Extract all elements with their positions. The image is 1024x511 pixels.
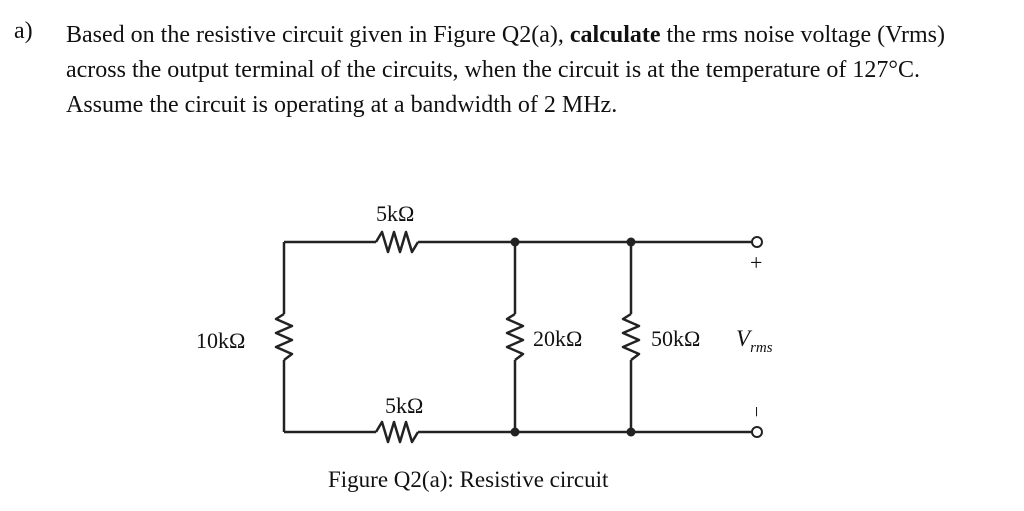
label-r-right: 50kΩ: [651, 326, 700, 351]
label-vrms-main: V: [736, 326, 753, 351]
output-terminal-minus: [751, 426, 763, 438]
label-vrms-sub: rms: [750, 340, 773, 356]
question-text: Based on the resistive circuit given in …: [66, 18, 946, 123]
question-keyword: calculate: [569, 22, 661, 48]
junction-dot: [510, 237, 520, 247]
junction-dot: [510, 427, 520, 437]
question-label: a): [14, 18, 33, 44]
question-text-start: Based on the resistive circuit given in …: [66, 22, 570, 48]
question-text-end: the rms noise voltage (Vrms) across the …: [66, 22, 946, 118]
figure-caption: Figure Q2(a): Resistive circuit: [328, 467, 609, 492]
output-terminal-plus: [751, 236, 763, 248]
resistor-left-10k: [274, 312, 294, 361]
label-r-bottom: 5kΩ: [385, 393, 423, 418]
resistor-top-5k: [374, 230, 420, 254]
circuit-wires: [274, 230, 752, 444]
label-r-left: 10kΩ: [196, 328, 245, 353]
label-r-top: 5kΩ: [376, 201, 414, 226]
label-terminal-plus: +: [750, 250, 762, 275]
resistor-bottom-5k: [374, 420, 420, 444]
resistor-right-50k: [621, 312, 641, 361]
label-terminal-minus: −: [745, 406, 767, 417]
junction-dot: [626, 427, 636, 437]
label-r-mid: 20kΩ: [533, 326, 582, 351]
label-vrms: Vrms: [736, 326, 773, 356]
resistor-mid-20k: [505, 312, 525, 361]
junction-dot: [626, 237, 636, 247]
